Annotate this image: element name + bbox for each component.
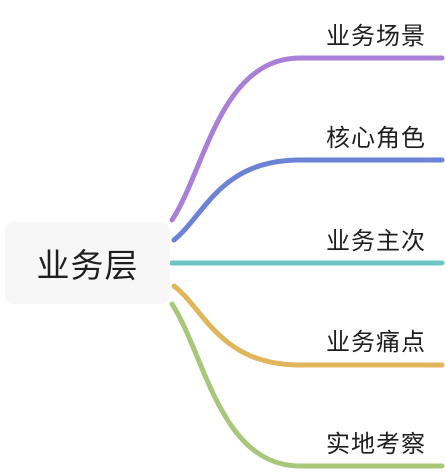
branch-node-yewu-changjing[interactable]: 业务场景 xyxy=(326,22,426,50)
root-node[interactable]: 业务层 xyxy=(5,222,170,304)
connector-hexin-juese xyxy=(171,157,445,243)
branch-node-yewu-zhuci[interactable]: 业务主次 xyxy=(326,227,426,255)
branch-node-hexin-juese[interactable]: 核心角色 xyxy=(326,124,426,152)
connector-shidi-kaocha xyxy=(169,301,445,469)
connector-yewu-tongdian xyxy=(171,283,445,368)
branch-node-yewu-tongdian[interactable]: 业务痛点 xyxy=(326,328,426,356)
connector-yewu-changjing xyxy=(169,55,445,223)
root-label: 业务层 xyxy=(36,246,139,285)
branch-node-shidi-kaocha[interactable]: 实地考察 xyxy=(326,430,426,458)
